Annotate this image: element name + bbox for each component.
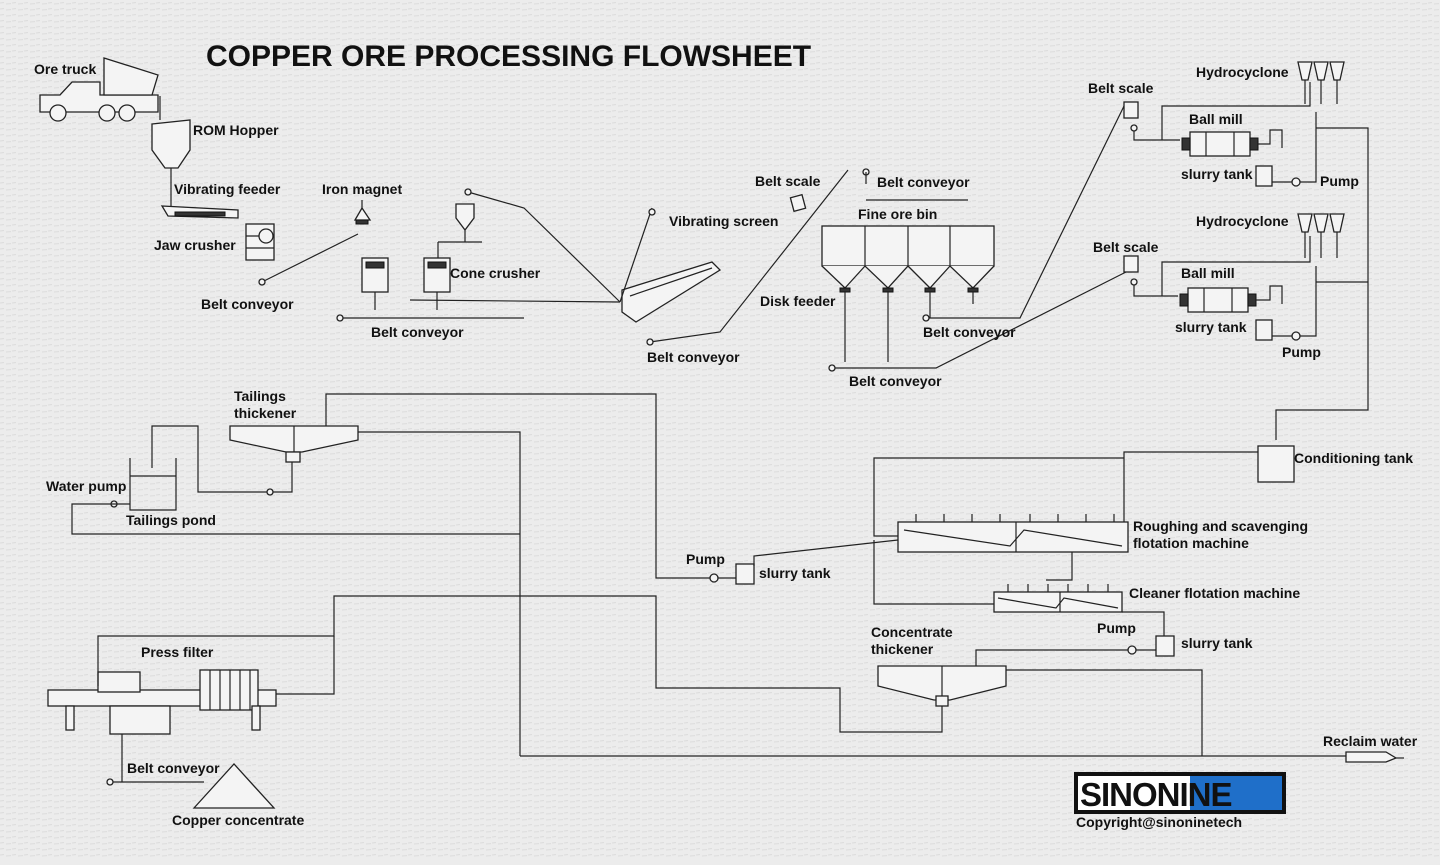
sinonine-logo: SINONINE (1074, 772, 1286, 814)
label-ball-mill-2: Ball mill (1181, 265, 1235, 281)
pump-4-icon (1127, 645, 1137, 655)
label-roughing-flotation-line1: Roughing and scavenging (1133, 518, 1308, 534)
label-pump-1: Pump (1320, 173, 1359, 189)
copper-concentrate-pile-icon (192, 763, 276, 809)
label-belt-conveyor-6: Belt conveyor (849, 373, 942, 389)
label-press-filter: Press filter (141, 644, 214, 660)
pump-1-icon (1291, 177, 1301, 187)
label-belt-conveyor-5: Belt conveyor (923, 324, 1016, 340)
hydrocyclone-1-icon (1297, 61, 1345, 104)
pump-2-icon (1291, 331, 1301, 341)
label-belt-conveyor-1: Belt conveyor (201, 296, 294, 312)
vibrating-screen-icon (621, 261, 722, 323)
label-concentrate-thickener-line1: Concentrate (871, 624, 953, 640)
concentrate-thickener-icon (877, 665, 1007, 707)
label-belt-conveyor-2: Belt conveyor (371, 324, 464, 340)
ore-truck-icon (39, 57, 159, 122)
label-cone-crusher: Cone crusher (450, 265, 541, 281)
tailings-pond-icon (129, 458, 177, 511)
belt-conveyor-1-line (261, 233, 359, 283)
label-belt-conveyor-4: Belt conveyor (877, 174, 970, 190)
label-ball-mill-1: Ball mill (1189, 111, 1243, 127)
roughing-flotation-machine-icon (897, 514, 1129, 553)
label-tailings-pond: Tailings pond (126, 512, 216, 528)
label-pump-2: Pump (1282, 344, 1321, 360)
hydrocyclone-2-icon (1297, 213, 1345, 258)
ball-mill-2-icon (1179, 287, 1257, 313)
label-belt-scale-2: Belt scale (1088, 80, 1154, 96)
label-jaw-crusher: Jaw crusher (154, 237, 236, 253)
label-belt-scale-3: Belt scale (1093, 239, 1159, 255)
label-ore-truck: Ore truck (34, 61, 96, 77)
label-water-pump: Water pump (46, 478, 126, 494)
press-filter-icon (47, 669, 277, 735)
label-slurry-tank-4: slurry tank (1181, 635, 1253, 651)
belt-scale-2-icon (1123, 101, 1139, 119)
label-cleaner-flotation: Cleaner flotation machine (1129, 585, 1300, 601)
logo-text: SINONINE (1080, 776, 1232, 813)
pump-3-icon (709, 573, 719, 583)
label-slurry-tank-3: slurry tank (759, 565, 831, 581)
label-belt-conveyor-3: Belt conveyor (647, 349, 740, 365)
slurry-tank-4-icon (1155, 635, 1175, 657)
label-vibrating-screen: Vibrating screen (669, 213, 778, 229)
label-slurry-tank-1: slurry tank (1181, 166, 1253, 182)
label-vibrating-feeder: Vibrating feeder (174, 181, 281, 197)
label-conditioning-tank: Conditioning tank (1294, 450, 1413, 466)
vibrating-feeder-icon (160, 205, 239, 219)
belt-scale-3-icon (1123, 255, 1139, 273)
label-tailings-thickener-line2: thickener (234, 405, 297, 421)
label-disk-feeder: Disk feeder (760, 293, 836, 309)
copyright-text: Copyright@sinoninetech (1076, 814, 1242, 830)
label-tailings-thickener-line1: Tailings (234, 388, 286, 404)
surge-bin-icon (455, 203, 475, 232)
label-concentrate-thickener-line2: thickener (871, 641, 934, 657)
slurry-tank-2-icon (1255, 319, 1273, 341)
label-slurry-tank-2: slurry tank (1175, 319, 1247, 335)
fine-ore-bin-icon (821, 225, 995, 289)
label-copper-concentrate: Copper concentrate (172, 812, 304, 828)
label-iron-magnet: Iron magnet (322, 181, 402, 197)
label-fine-ore-bin: Fine ore bin (858, 206, 937, 222)
label-belt-conveyor-7: Belt conveyor (127, 760, 220, 776)
label-hydrocyclone-2: Hydrocyclone (1196, 213, 1289, 229)
cone-crusher-icon (361, 257, 451, 310)
slurry-tank-1-icon (1255, 165, 1273, 187)
label-pump-4: Pump (1097, 620, 1136, 636)
label-pump-3: Pump (686, 551, 725, 567)
rom-hopper-icon (151, 96, 191, 169)
diagram-title: COPPER ORE PROCESSING FLOWSHEET (206, 40, 811, 73)
conditioning-tank-icon (1257, 445, 1295, 483)
jaw-crusher-icon (245, 223, 275, 261)
ball-mill-1-icon (1181, 131, 1259, 157)
label-belt-scale-1: Belt scale (755, 173, 821, 189)
label-hydrocyclone-1: Hydrocyclone (1196, 64, 1289, 80)
reclaim-water-arrow-icon (1345, 751, 1398, 763)
label-reclaim-water: Reclaim water (1323, 733, 1418, 749)
slurry-tank-3-icon (735, 563, 755, 585)
belt-scale-1-icon (789, 193, 807, 213)
cleaner-flotation-machine-icon (993, 584, 1123, 613)
tailings-thickener-icon (229, 425, 359, 463)
iron-magnet-icon (353, 200, 372, 225)
label-rom-hopper: ROM Hopper (193, 122, 279, 138)
label-roughing-flotation-line2: flotation machine (1133, 535, 1249, 551)
